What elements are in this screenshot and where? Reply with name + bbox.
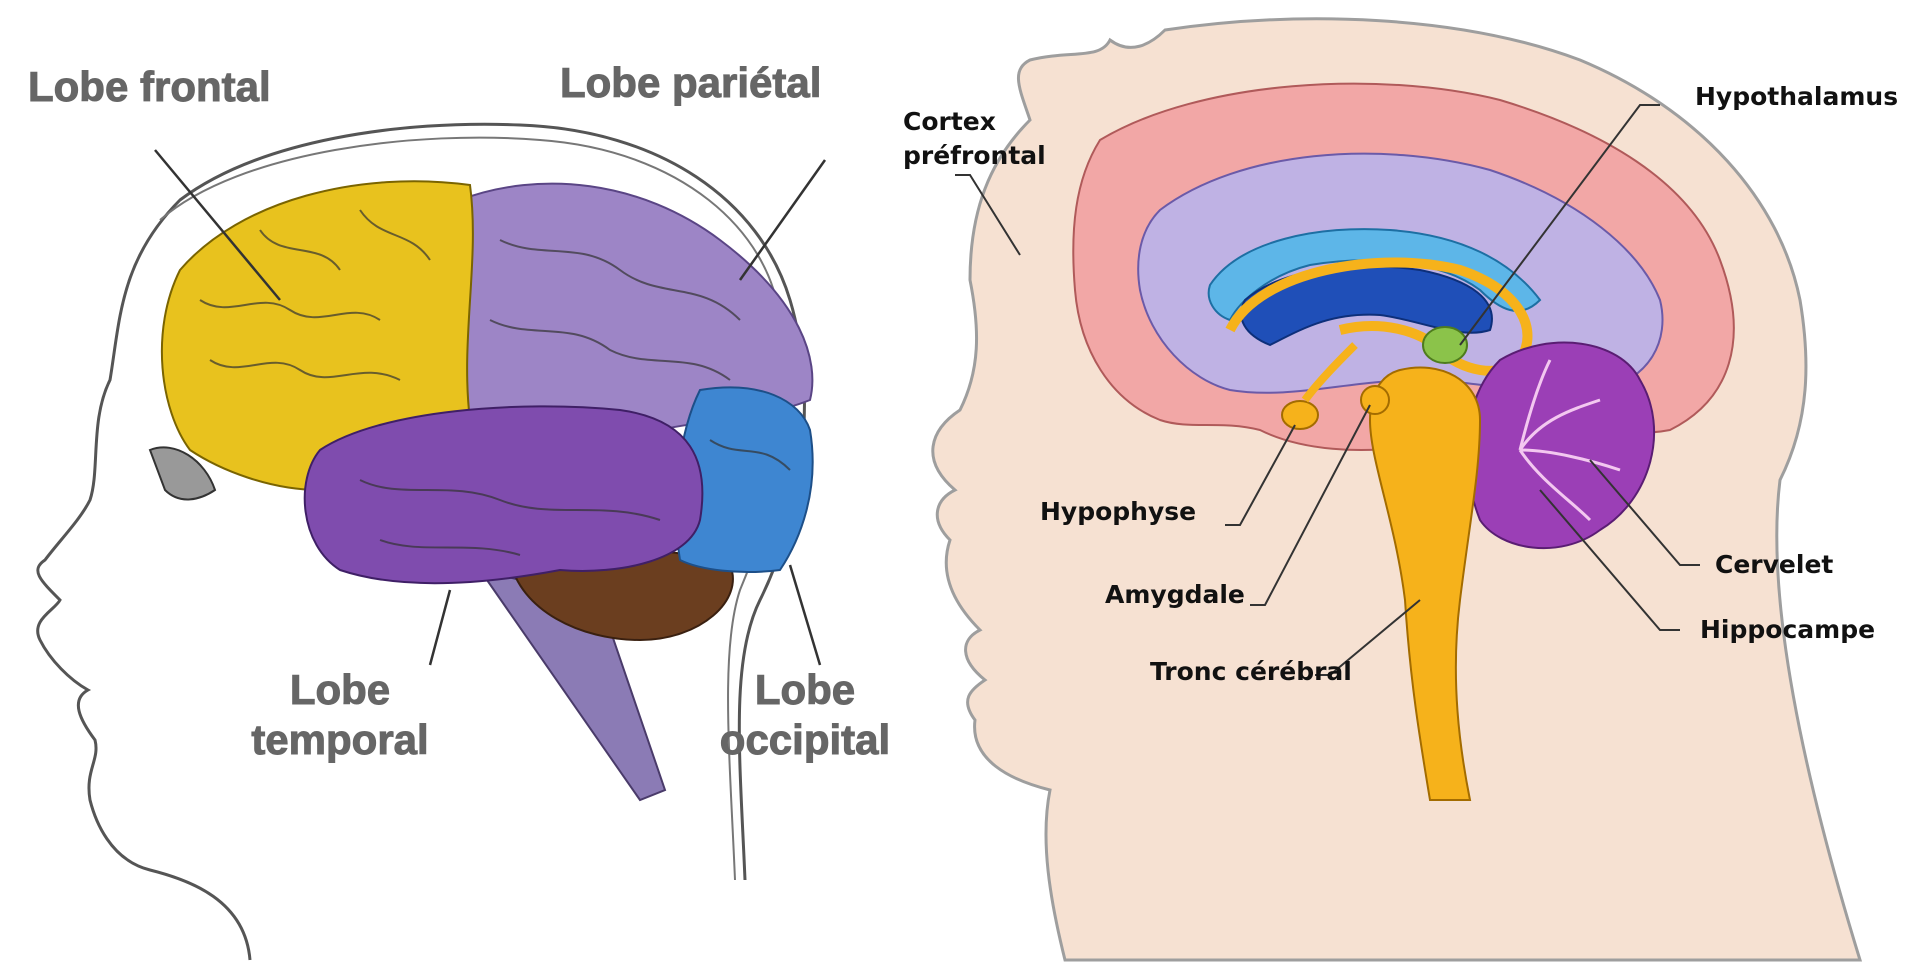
pituitary-shape bbox=[1282, 401, 1318, 429]
label-lobe-occipital-line2: occipital bbox=[710, 715, 900, 765]
label-lobe-occipital: Lobe occipital bbox=[710, 665, 900, 765]
label-lobe-temporal-line1: Lobe bbox=[235, 665, 445, 715]
label-lobe-temporal: Lobe temporal bbox=[235, 665, 445, 765]
label-amygdale: Amygdale bbox=[1105, 578, 1245, 612]
label-hypothalamus: Hypothalamus bbox=[1695, 80, 1898, 114]
lobes-illustration bbox=[0, 0, 900, 970]
label-cortex-line2: préfrontal bbox=[903, 139, 1046, 173]
label-tronc-cerebral: Tronc cérébral bbox=[1150, 655, 1352, 689]
label-hippocampe: Hippocampe bbox=[1700, 613, 1875, 647]
label-cortex-prefrontal: Cortex préfrontal bbox=[903, 105, 1046, 173]
sagittal-illustration bbox=[900, 0, 1917, 970]
amygdala-shape bbox=[1361, 386, 1389, 414]
label-cortex-line1: Cortex bbox=[903, 105, 1046, 139]
lobes-diagram: Lobe frontal Lobe pariétal Lobe temporal… bbox=[0, 0, 900, 970]
label-cervelet: Cervelet bbox=[1715, 548, 1833, 582]
label-hypophyse: Hypophyse bbox=[1040, 495, 1196, 529]
sagittal-diagram: Cortex préfrontal Hypothalamus Hypophyse… bbox=[900, 0, 1917, 970]
label-lobe-temporal-line2: temporal bbox=[235, 715, 445, 765]
label-lobe-frontal: Lobe frontal bbox=[28, 62, 271, 112]
temporal-lobe bbox=[305, 406, 703, 583]
label-lobe-occipital-line1: Lobe bbox=[710, 665, 900, 715]
label-lobe-parietal: Lobe pariétal bbox=[560, 58, 821, 108]
